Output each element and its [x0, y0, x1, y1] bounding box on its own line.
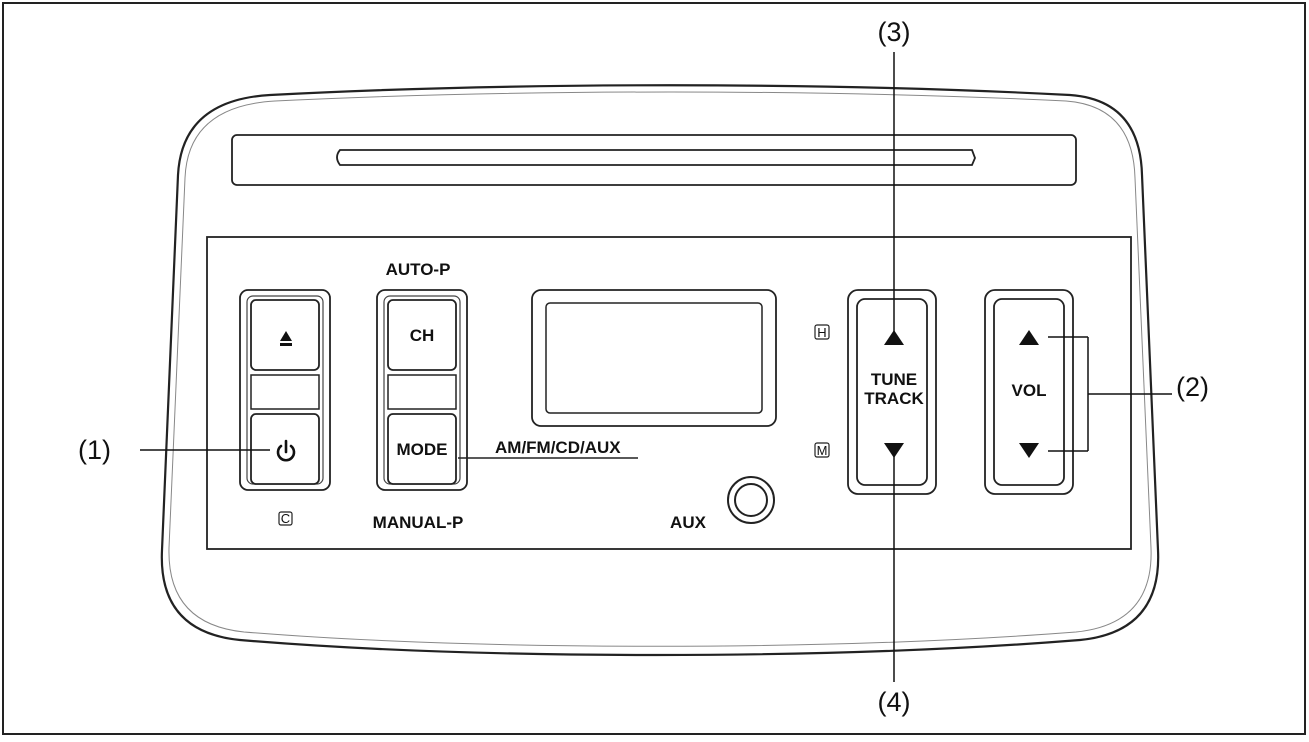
auto-p-label: AUTO-P [386, 260, 451, 279]
ch-label: CH [410, 326, 435, 345]
tune-down-icon[interactable] [884, 443, 904, 458]
callout-4: (4) [878, 687, 911, 717]
vol-label: VOL [1012, 381, 1047, 400]
aux-jack-inner [734, 483, 768, 517]
mode-button[interactable] [387, 413, 457, 485]
display-screen [545, 302, 763, 414]
track-label: TRACK [864, 389, 924, 408]
mode-label: MODE [397, 440, 448, 459]
vol-rocker[interactable] [993, 298, 1065, 486]
ch-button[interactable] [387, 299, 457, 371]
ch-mode-divider [387, 374, 457, 410]
stereo-body-outline-inner [168, 91, 1152, 647]
c-symbol: C [281, 511, 290, 526]
eject-icon [280, 331, 292, 346]
tune-track-rocker[interactable] [856, 298, 928, 486]
h-symbol: H [817, 325, 826, 340]
aux-label: AUX [670, 513, 707, 532]
callout-3: (3) [878, 17, 911, 47]
m-symbol-box [814, 442, 830, 458]
vol-up-icon[interactable] [1019, 330, 1039, 345]
manual-p-label: MANUAL-P [373, 513, 464, 532]
eject-power-divider [250, 374, 320, 410]
m-symbol: M [817, 443, 828, 458]
power-icon [276, 439, 296, 462]
am-fm-cd-aux-label: AM/FM/CD/AUX [495, 438, 621, 457]
callout-1: (1) [78, 435, 111, 465]
cd-slot [336, 149, 976, 166]
c-symbol-box [278, 511, 293, 526]
tune-label: TUNE [871, 370, 917, 389]
h-symbol-box [814, 324, 830, 340]
vol-down-icon[interactable] [1019, 443, 1039, 458]
callout-2: (2) [1176, 372, 1209, 402]
